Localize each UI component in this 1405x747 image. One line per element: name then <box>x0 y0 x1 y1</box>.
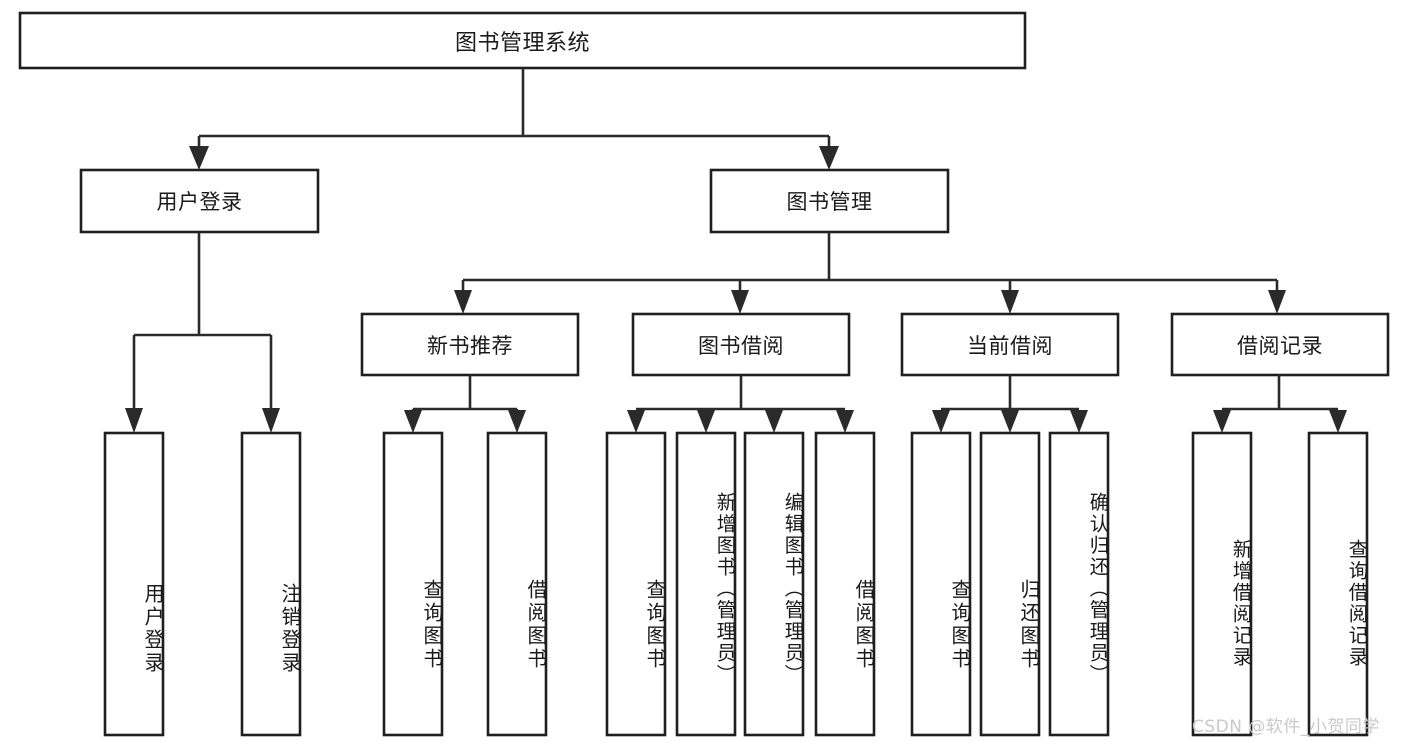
arrow-head-leaf-logout-login <box>262 408 280 433</box>
node-box-book-borrow[interactable] <box>631 312 851 377</box>
node-box-leaf-query-book-1[interactable] <box>382 431 444 737</box>
arrow-head-leaf-edit-book <box>765 410 783 433</box>
node-box-current-borrow[interactable] <box>900 312 1120 377</box>
node-box-leaf-query-record[interactable] <box>1307 431 1369 737</box>
arrow-head-borrow-record <box>1268 290 1286 314</box>
arrow-head-leaf-query-record <box>1329 410 1347 433</box>
node-box-borrow-record[interactable] <box>1170 312 1390 377</box>
arrow-head-leaf-query-book-3 <box>932 410 950 433</box>
arrow-head-current-borrow <box>1001 290 1019 314</box>
arrow-head-book-management <box>819 146 839 170</box>
node-box-user-login[interactable] <box>79 168 320 234</box>
node-box-leaf-query-book-2[interactable] <box>605 431 667 737</box>
node-box-leaf-logout-login[interactable] <box>240 431 302 737</box>
arrow-head-new-book-recommend <box>454 290 472 314</box>
arrow-head-leaf-confirm-return <box>1070 410 1088 433</box>
arrow-head-leaf-add-book <box>697 410 715 433</box>
node-box-leaf-borrow-book-1[interactable] <box>486 431 548 737</box>
node-box-new-book-recommend[interactable] <box>360 312 580 377</box>
node-box-leaf-query-book-3[interactable] <box>910 431 972 737</box>
node-box-leaf-return-book[interactable] <box>979 431 1041 737</box>
node-box-leaf-add-record[interactable] <box>1191 431 1253 737</box>
arrow-head-leaf-add-record <box>1213 410 1231 433</box>
arrow-head-user-login <box>189 146 209 170</box>
node-box-leaf-borrow-book-2[interactable] <box>814 431 876 737</box>
node-box-leaf-user-login[interactable] <box>103 431 165 737</box>
arrow-head-book-borrow <box>731 290 749 314</box>
arrow-head-leaf-query-book-1 <box>404 410 422 433</box>
node-box-root[interactable] <box>18 11 1027 70</box>
arrow-head-leaf-borrow-book-1 <box>508 410 526 433</box>
arrow-head-leaf-user-login <box>125 408 143 433</box>
node-box-leaf-add-book[interactable] <box>675 431 737 737</box>
arrow-head-leaf-return-book <box>1001 410 1019 433</box>
node-box-leaf-edit-book[interactable] <box>743 431 805 737</box>
node-box-leaf-confirm-return[interactable] <box>1048 431 1110 737</box>
arrow-head-leaf-borrow-book-2 <box>836 410 854 433</box>
node-box-book-management[interactable] <box>709 168 950 234</box>
arrow-head-leaf-query-book-2 <box>627 410 645 433</box>
